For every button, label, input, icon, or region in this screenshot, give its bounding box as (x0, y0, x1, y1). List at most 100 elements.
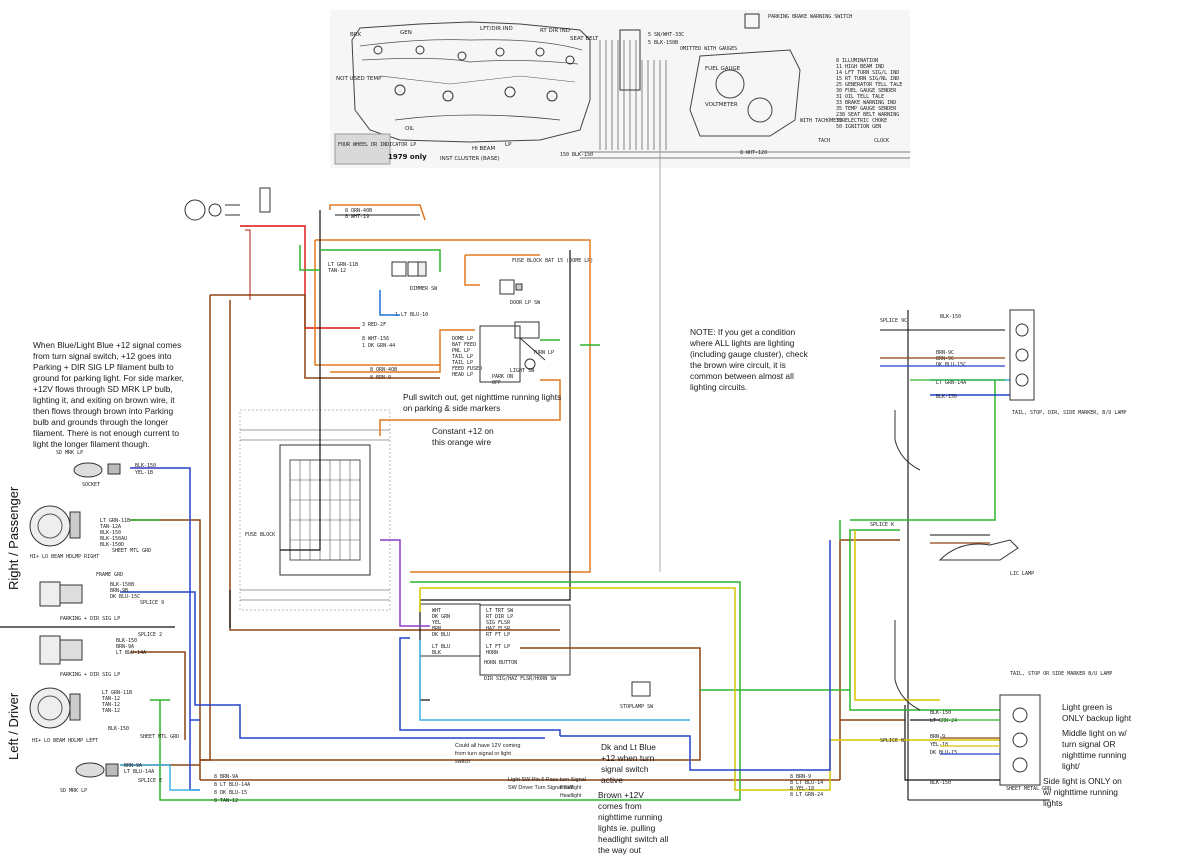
svg-text:8 BRN-9: 8 BRN-9 (790, 774, 811, 780)
svg-text:TAIL, STOP OR SIDE MARKER B/U: TAIL, STOP OR SIDE MARKER B/U LAMP (1010, 671, 1112, 677)
svg-text:11 HIGH BEAM IND: 11 HIGH BEAM IND (836, 64, 884, 70)
label-rt-dir: RT DIR IND (540, 28, 570, 34)
turn-signal-switch: WHT DK GRN YEL BRN DK BLU LT BLU BLK LT … (419, 603, 571, 682)
svg-text:FEED FUSED: FEED FUSED (452, 366, 482, 372)
svg-text:8 ORN-4OB: 8 ORN-4OB (370, 367, 397, 373)
label-sd-mrk-lp-right: SD MRK LP (56, 450, 83, 456)
note-constant12: Constant +12 on this orange wire (432, 426, 494, 447)
svg-text:8 LT GRN-24: 8 LT GRN-24 (790, 792, 823, 798)
svg-text:25 GENERATOR TELL TALE: 25 GENERATOR TELL TALE (836, 82, 902, 88)
svg-text:LT GRN-11B: LT GRN-11B (102, 690, 132, 696)
label-lp: LP (505, 142, 512, 148)
label-sd-mrk-lp-left: SD MRK LP (60, 788, 87, 794)
central-wire-labels: 8 ORN-40B 8 WHT-19 3 RED-2F 8 WHT-156 1 … (345, 208, 428, 381)
svg-text:BLK-150: BLK-150 (100, 530, 121, 536)
svg-text:DK BLU: DK BLU (432, 632, 450, 638)
note-brown-circuit: NOTE: If you get a condition where ALL l… (690, 327, 808, 392)
svg-text:HORN BUTTON: HORN BUTTON (484, 660, 517, 666)
svg-text:STOPLAMP SW: STOPLAMP SW (620, 704, 654, 710)
label-cluster-name: INST CLUSTER (BASE) (440, 156, 500, 162)
svg-text:8 WHT-19: 8 WHT-19 (345, 214, 369, 220)
svg-text:HORN: HORN (486, 650, 498, 656)
svg-text:SPLICE 9C: SPLICE 9C (880, 318, 907, 324)
svg-text:8 ORN-40B: 8 ORN-40B (345, 208, 372, 214)
svg-text:SPLICE E: SPLICE E (138, 778, 162, 784)
svg-text:39 ELECTRIC CHOKE: 39 ELECTRIC CHOKE (836, 118, 887, 124)
note-blue-signal: When Blue/Light Blue +12 signal comes fr… (33, 340, 184, 449)
svg-text:BLK-150: BLK-150 (930, 710, 951, 716)
svg-text:DK BLU-15C: DK BLU-15C (110, 594, 140, 600)
label-omitted-gauges: OMITTED WITH GAUGES (680, 46, 737, 52)
label-year: 1979 only (388, 153, 427, 161)
label-left-headlamp: HI+ LO BEAM HDLMP LEFT (32, 738, 98, 744)
svg-text:15 RT TURN SIG/NL IND: 15 RT TURN SIG/NL IND (836, 76, 899, 82)
note-side-light: Side light is ONLY on w/ nighttime runni… (1043, 776, 1122, 808)
svg-text:YEL-18: YEL-18 (930, 742, 948, 748)
rear-lamps: SPLICE 9C BLK-150 BRN-9C BRN-9C DK BLU-1… (790, 309, 1126, 801)
svg-text:LT FT LP: LT FT LP (486, 644, 510, 650)
svg-text:SPLICE 9: SPLICE 9 (140, 600, 164, 606)
svg-text:31 OIL TELL TALE: 31 OIL TELL TALE (836, 94, 884, 100)
label-right-park-lamp: PARKING + DIR SIG LP (60, 616, 120, 622)
note-could-12v: Could all have 12V coming from turn sign… (455, 743, 521, 765)
svg-text:WHT: WHT (432, 608, 441, 614)
svg-text:BLK-150B: BLK-150B (110, 582, 134, 588)
svg-text:TAN-12: TAN-12 (102, 696, 120, 702)
svg-text:SHEET METAL GRD: SHEET METAL GRD (1006, 786, 1051, 792)
svg-text:TAIL LP: TAIL LP (452, 360, 473, 366)
svg-text:8 YEL-18: 8 YEL-18 (790, 786, 814, 792)
ignition-switch (184, 187, 271, 221)
right-passenger-label: Right / Passenger (6, 486, 21, 590)
door-jamb-switch: DOOR LP SW FUSE BLOCK BAT 15 (DOME LP) (499, 258, 593, 306)
svg-text:8 BRN-9A: 8 BRN-9A (214, 774, 238, 780)
svg-text:30 FUEL GAUGE SENDER: 30 FUEL GAUGE SENDER (836, 88, 897, 94)
svg-text:8 WHT-156: 8 WHT-156 (362, 336, 389, 342)
label-oil: OIL (405, 126, 415, 132)
svg-text:DK BLU-15: DK BLU-15 (930, 750, 957, 756)
svg-text:RT FT LP: RT FT LP (486, 632, 510, 638)
svg-text:YEL-1B: YEL-1B (135, 470, 153, 476)
svg-text:LT BLU-14A: LT BLU-14A (116, 650, 146, 656)
svg-text:BLK-150: BLK-150 (135, 463, 156, 469)
stoplamp-switch: STOPLAMP SW (620, 681, 654, 710)
dimmer-switch: DIMMER SW (391, 261, 438, 292)
svg-text:LT GRN-11B: LT GRN-11B (100, 518, 130, 524)
label-left-park-lamp: PARKING + DIR SIG LP (60, 672, 120, 678)
svg-text:14 LFT TURN SIG/L IND: 14 LFT TURN SIG/L IND (836, 70, 899, 76)
svg-text:FUSE BLOCK: FUSE BLOCK (245, 532, 275, 538)
svg-text:BRN: BRN (432, 626, 441, 632)
svg-text:BRN-9: BRN-9 (930, 734, 945, 740)
svg-text:PARK ON: PARK ON (492, 374, 513, 380)
label-parking-brake: PARKING BRAKE WARNING SWITCH (768, 14, 852, 20)
svg-text:8 LT BLU-14A: 8 LT BLU-14A (214, 782, 250, 788)
colored-wires (120, 204, 1010, 801)
svg-text:1 DK GRN-44: 1 DK GRN-44 (362, 343, 395, 349)
svg-text:TAIL, STOP, DIR, SIDE MARKER,: TAIL, STOP, DIR, SIDE MARKER, B/U LAMP (1012, 410, 1126, 416)
svg-text:DIR SIG/HAZ FLSR/HORN SW: DIR SIG/HAZ FLSR/HORN SW (484, 676, 557, 682)
left-driver-label: Left / Driver (6, 692, 21, 760)
note-headlight: Headlight Headlight (560, 785, 582, 799)
label-voltmeter: VOLTMETER (705, 102, 738, 108)
svg-text:8 ILLUMINATION: 8 ILLUMINATION (836, 58, 878, 64)
label-brk: BRK (350, 32, 362, 38)
svg-text:PNL LP: PNL LP (452, 348, 470, 354)
label-wht-120: 8 WHT-120 (740, 150, 767, 156)
svg-text:BLK-150AU: BLK-150AU (100, 536, 127, 542)
svg-text:LIGHT SW: LIGHT SW (510, 368, 535, 374)
svg-text:DIMMER SW: DIMMER SW (410, 286, 438, 292)
wire-dimmer-ltgrn: LT GRN-11B (328, 262, 358, 268)
svg-text:SHEET MTL GRD: SHEET MTL GRD (112, 548, 151, 554)
svg-text:BLK-150: BLK-150 (108, 726, 129, 732)
label-sn-wht: 5 SN/WHT-33C (648, 32, 684, 38)
svg-text:33 BRAKE WARNING IND: 33 BRAKE WARNING IND (836, 100, 896, 106)
svg-text:238 SEAT BELT WARNING: 238 SEAT BELT WARNING (836, 112, 899, 118)
label-fuel-gauge: FUEL GAUGE (705, 66, 741, 72)
svg-text:BLK-150: BLK-150 (930, 780, 951, 786)
label-clock: CLOCK (874, 138, 889, 144)
svg-text:BLK-150D: BLK-150D (100, 542, 124, 548)
front-lamps: SD MRK LP SOCKET BLK-150 YEL-1B HI+ LO B… (0, 450, 250, 804)
svg-text:RT DIR LP: RT DIR LP (486, 614, 513, 620)
svg-text:DK GRN: DK GRN (432, 614, 450, 620)
svg-text:LT BLU-14A: LT BLU-14A (124, 769, 154, 775)
